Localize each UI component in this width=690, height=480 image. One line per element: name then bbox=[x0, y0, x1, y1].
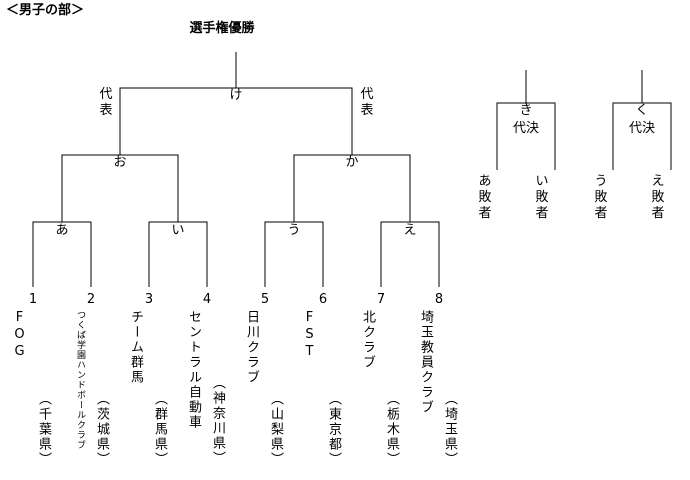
team-prefecture: （群馬県） bbox=[152, 392, 167, 467]
match-label-semi-right: か bbox=[345, 155, 359, 170]
team-prefecture: （茨城県） bbox=[94, 392, 109, 467]
team-name: 日川クラブ bbox=[244, 310, 259, 385]
match-label-r1-a: あ bbox=[55, 223, 69, 238]
team-name: 北クラブ bbox=[360, 310, 375, 370]
seed-number: 8 bbox=[434, 292, 444, 307]
match-label-semi-left: お bbox=[113, 155, 127, 170]
team-prefecture: （埼玉県） bbox=[442, 392, 457, 467]
match-label-r1-e: え bbox=[403, 223, 417, 238]
seed-number: 6 bbox=[318, 292, 328, 307]
seed-number: 7 bbox=[376, 292, 386, 307]
team-name: FOG bbox=[12, 310, 27, 361]
team-name: 埼玉教員クラブ bbox=[418, 310, 433, 415]
team-prefecture: （栃木県） bbox=[384, 392, 399, 467]
playoff-match-ki: き bbox=[519, 103, 533, 118]
team-name: チーム群馬 bbox=[128, 310, 143, 385]
match-label-r1-u: う bbox=[287, 223, 301, 238]
playoff-label-ki: 代決 bbox=[512, 121, 540, 136]
playoff-source-e: え敗者 bbox=[651, 174, 665, 221]
match-label-final: け bbox=[229, 88, 243, 103]
team-prefecture: （千葉県） bbox=[36, 392, 51, 467]
match-label-r1-i: い bbox=[171, 223, 185, 238]
seed-number: 2 bbox=[86, 292, 96, 307]
team-prefecture: （神奈川県） bbox=[210, 376, 225, 466]
side-label-right: 代表 bbox=[360, 87, 374, 118]
seed-number: 1 bbox=[28, 292, 38, 307]
seed-number: 5 bbox=[260, 292, 270, 307]
playoff-source-i: い敗者 bbox=[535, 174, 549, 221]
section-title: ＜男子の部＞ bbox=[6, 3, 85, 18]
playoff-source-u: う敗者 bbox=[594, 174, 608, 221]
playoff-label-ku: 代決 bbox=[628, 121, 656, 136]
tournament-title: 選手権優勝 bbox=[189, 21, 255, 36]
seed-number: 3 bbox=[144, 292, 154, 307]
playoff-match-ku: く bbox=[635, 103, 649, 118]
playoff-source-a: あ敗者 bbox=[478, 174, 492, 221]
team-prefecture: （東京都） bbox=[326, 392, 341, 467]
seed-number: 4 bbox=[202, 292, 212, 307]
team-prefecture: （山梨県） bbox=[268, 392, 283, 467]
team-name: セントラル自動車 bbox=[186, 310, 201, 430]
side-label-left: 代表 bbox=[99, 87, 113, 118]
team-name: つくば学園ハンドボールクラブ bbox=[75, 310, 85, 450]
team-name: FST bbox=[302, 310, 317, 361]
